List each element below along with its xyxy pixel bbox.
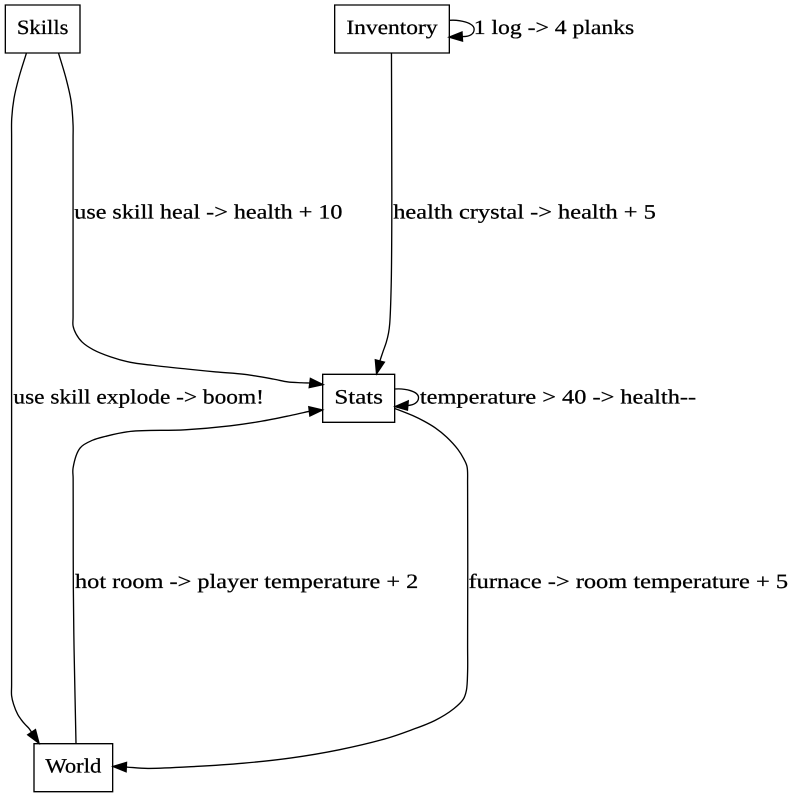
svg-text:use skill explode -> boom!: use skill explode -> boom! [13,386,263,409]
svg-text:temperature > 40 -> health--: temperature > 40 -> health-- [420,386,696,409]
svg-text:World: World [45,755,102,778]
svg-text:hot room -> player temperature: hot room -> player temperature + 2 [75,571,418,594]
svg-text:Stats: Stats [334,386,383,409]
svg-text:1 log -> 4 planks: 1 log -> 4 planks [474,17,635,40]
svg-text:health crystal -> health + 5: health crystal -> health + 5 [393,201,656,224]
svg-text:Inventory: Inventory [346,17,438,40]
svg-text:use skill heal -> health + 10: use skill heal -> health + 10 [74,201,343,224]
svg-text:furnace -> room temperature +: furnace -> room temperature + 5 [469,571,789,594]
svg-text:Skills: Skills [17,17,69,40]
